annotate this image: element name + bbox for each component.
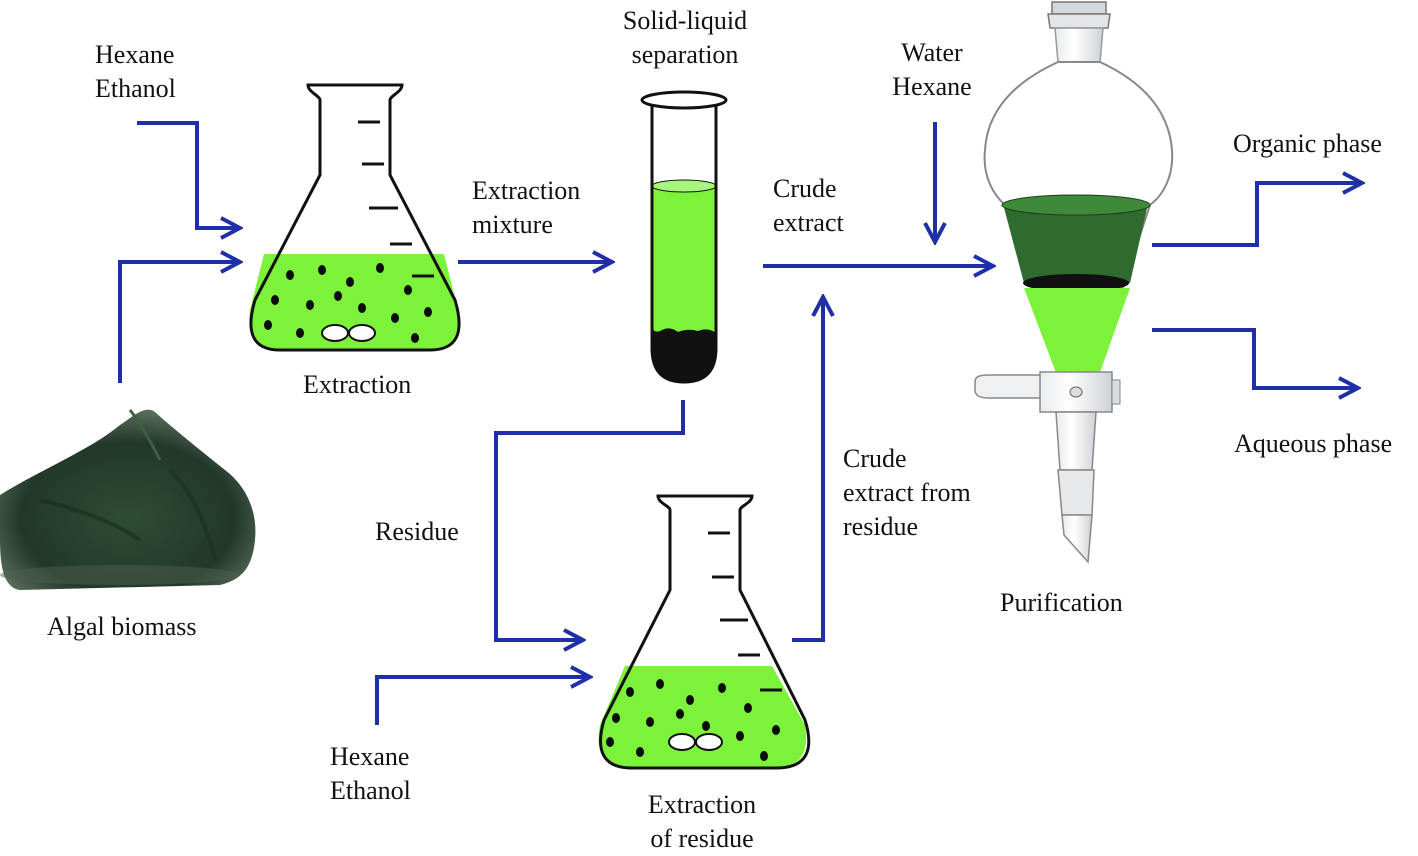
algal-powder-icon xyxy=(0,409,256,590)
arrow-solvent-to-residue-extraction xyxy=(375,677,590,725)
solid-liquid-separation-label: Solid-liquid separation xyxy=(600,4,770,72)
extraction-of-residue-label: Extraction of residue xyxy=(617,788,787,856)
test-tube-icon xyxy=(640,90,728,384)
purification-label: Purification xyxy=(1000,588,1123,617)
extraction-label: Extraction xyxy=(303,370,412,399)
crude-from-residue-line: residue xyxy=(843,512,919,541)
solid-liquid-line: separation xyxy=(631,40,739,69)
arrow-biomass-to-extraction xyxy=(118,262,240,383)
solvent-label-line: Hexane xyxy=(330,742,410,771)
aqueous-phase-label: Aqueous phase xyxy=(1234,429,1393,458)
extraction-residue-line: Extraction xyxy=(647,790,757,819)
algal-biomass-label: Algal biomass xyxy=(47,612,197,641)
arrow-solvent-to-extraction xyxy=(137,121,240,228)
separatory-funnel-icon xyxy=(974,1,1174,564)
organic-phase-label: Organic phase xyxy=(1233,129,1382,158)
residue-label: Residue xyxy=(375,517,459,546)
solvent-label-top: Hexane Ethanol xyxy=(95,38,176,106)
crude-from-residue-line: Crude xyxy=(843,444,907,473)
arrow-crude-from-residue xyxy=(792,297,823,642)
arrow-aqueous-phase xyxy=(1152,328,1358,388)
erlenmeyer-flask-icon xyxy=(598,494,811,770)
solid-liquid-line: Solid-liquid xyxy=(622,6,748,35)
water-hexane-line: Water xyxy=(901,38,963,67)
water-hexane-line: Hexane xyxy=(892,72,972,101)
extraction-mixture-line: mixture xyxy=(472,210,553,239)
crude-extract-line: extract xyxy=(773,208,844,237)
crude-from-residue-line: extract from xyxy=(843,478,971,507)
solvent-label-bottom: Hexane Ethanol xyxy=(330,740,411,808)
solvent-label-line: Hexane xyxy=(95,40,175,69)
erlenmeyer-flask-icon xyxy=(249,83,461,352)
arrow-residue xyxy=(494,400,685,640)
crude-extract-label: Crude extract xyxy=(773,172,844,240)
extraction-mixture-label: Extraction mixture xyxy=(472,174,580,242)
arrow-organic-phase xyxy=(1152,183,1362,247)
flow-arrows xyxy=(118,121,1362,725)
solvent-label-line: Ethanol xyxy=(95,74,176,103)
extraction-mixture-line: Extraction xyxy=(472,176,581,205)
extraction-residue-line: of residue xyxy=(650,824,754,853)
water-hexane-label: Water Hexane xyxy=(872,36,992,104)
crude-extract-line: Crude xyxy=(773,174,837,203)
solvent-label-line: Ethanol xyxy=(330,776,411,805)
crude-extract-from-residue-label: Crude extract from residue xyxy=(843,442,971,544)
